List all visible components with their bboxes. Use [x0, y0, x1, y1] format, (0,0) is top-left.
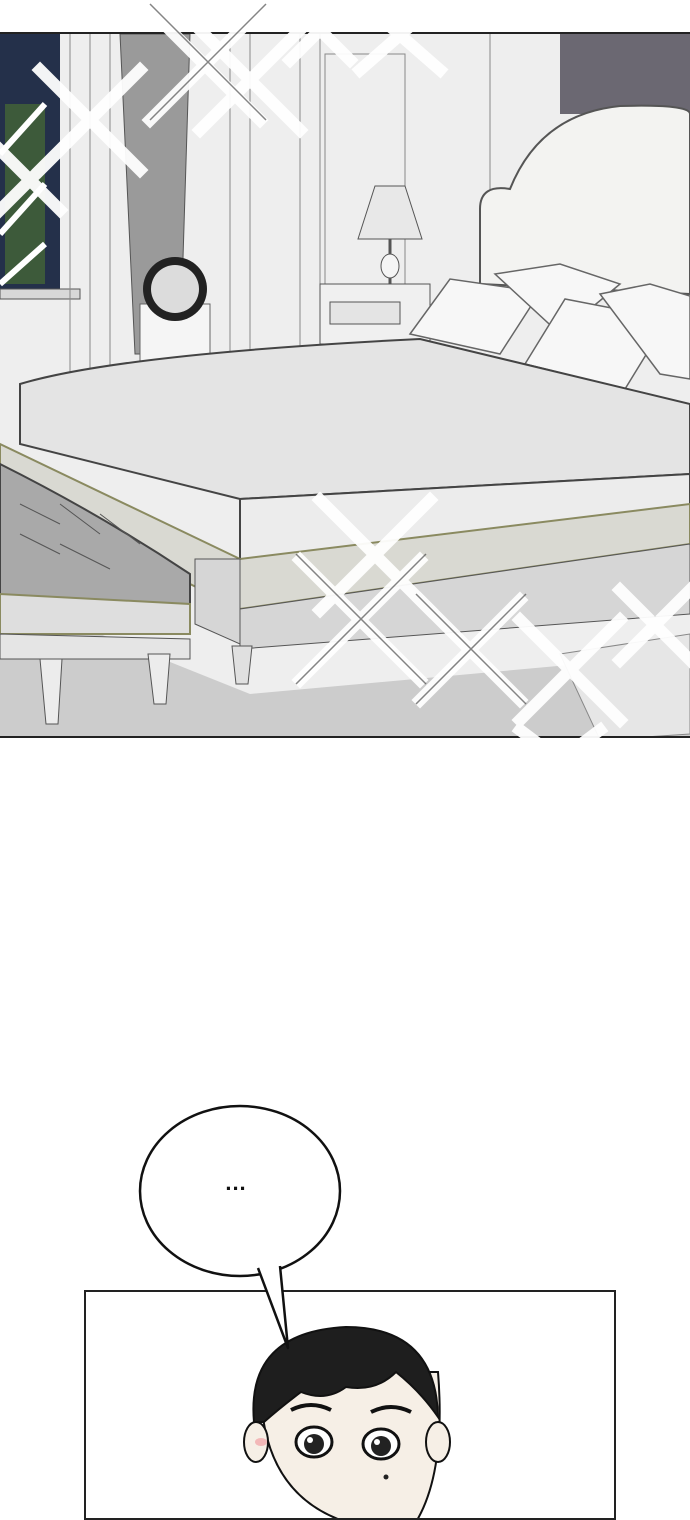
- air-purifier: [139, 257, 211, 365]
- pillows: [408, 263, 690, 390]
- bedroom-illustration: [0, 34, 690, 736]
- eyes: [294, 1425, 401, 1461]
- bed-mattress: [19, 337, 690, 501]
- headboard: [479, 104, 690, 296]
- bedroom-panel: [0, 32, 690, 738]
- speech-bubble-text: ...: [225, 1170, 247, 1195]
- tufted-bench: [0, 462, 191, 725]
- character-face: [243, 1325, 451, 1518]
- speech-bubble-tail: [240, 1260, 320, 1360]
- nightstand: [319, 185, 431, 345]
- character-panel: [84, 1290, 616, 1520]
- speech-bubble: [138, 1104, 342, 1278]
- hair: [252, 1325, 440, 1423]
